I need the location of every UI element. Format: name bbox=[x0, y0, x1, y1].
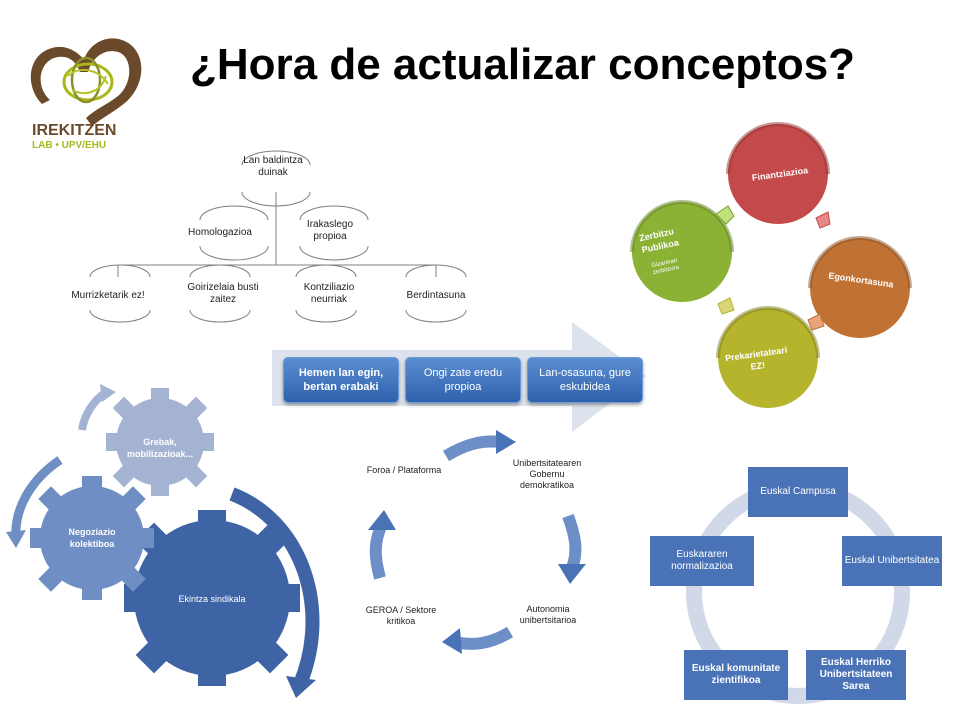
circle-prekarietateari bbox=[718, 308, 818, 408]
tree-root-label: Lan baldintza duinak bbox=[243, 155, 303, 178]
tree-connectors bbox=[89, 150, 467, 323]
banner-item-hemen: Hemen lan egin, bertan erabaki bbox=[283, 357, 399, 403]
cycle-label-geroa: GEROA / Sektore kritikoa bbox=[365, 605, 437, 626]
tree-node-murrizketarik: Murrizketarik ez! bbox=[71, 290, 145, 301]
gears-diagram bbox=[6, 384, 320, 698]
tree-node-goirizelaia: Goirizelaia busti zaitez bbox=[187, 282, 259, 305]
gear-label-negoziazio: Negoziazio kolektiboa bbox=[68, 527, 116, 549]
tree-node-kontziliazio: Kontziliazio neurriak bbox=[303, 282, 355, 305]
logo-name: IREKITZEN bbox=[32, 122, 117, 139]
circles-cycle-diagram bbox=[630, 122, 912, 408]
banner-item-ongi: Ongi zate eredu propioa bbox=[405, 357, 521, 403]
logo-hearts-icon bbox=[30, 38, 142, 126]
campus-item-euskal-campusa: Euskal Campusa bbox=[748, 467, 848, 517]
irekitzen-logo: IREKITZEN LAB • UPV/EHU bbox=[22, 26, 152, 154]
circle-zerbitzu-publikoa bbox=[632, 202, 732, 302]
gear-cycle-arrow-right bbox=[229, 487, 320, 687]
cycle-arrow-left bbox=[369, 521, 388, 580]
cycle-label-autonomia: Autonomia unibertsitarioa bbox=[519, 604, 577, 625]
cycle-arrow-top bbox=[442, 435, 501, 462]
page-title: ¿Hora de actualizar conceptos? bbox=[190, 40, 856, 89]
tree-node-homologazioa: Homologazioa bbox=[188, 227, 252, 238]
cycle-arrow-bottom bbox=[452, 626, 514, 650]
campus-item-komunitate: Euskal komunitate zientifikoa bbox=[684, 650, 788, 700]
gear-negoziazio bbox=[30, 476, 154, 600]
circle-finantziazioa bbox=[728, 124, 828, 224]
cycle-arrows bbox=[368, 430, 586, 654]
cycle-label-foroa: Foroa / Plataforma bbox=[366, 465, 442, 475]
campus-item-sarea: Euskal Herriko Unibertsitateen Sarea bbox=[806, 650, 906, 700]
tree-node-berdintasuna: Berdintasuna bbox=[406, 290, 466, 301]
cycle-arrow-right bbox=[562, 513, 582, 571]
banner-item-lan-osasuna: Lan-osasuna, gure eskubidea bbox=[527, 357, 643, 403]
tree-node-irakaslego: Irakaslego propioa bbox=[306, 219, 354, 242]
logo-subtitle: LAB • UPV/EHU bbox=[32, 140, 107, 151]
campus-item-euskararen: Euskararen normalizazioa bbox=[650, 536, 754, 586]
cycle-label-gobernu: Unibertsitatearen Gobernu demokratikoa bbox=[512, 458, 582, 490]
gear-label-ekintza: Ekintza sindikala bbox=[178, 594, 246, 604]
gear-label-grebak: Grebak, mobilizazioak... bbox=[126, 437, 193, 459]
campus-item-euskal-unibertsitatea: Euskal Unibertsitatea bbox=[842, 536, 942, 586]
gear-ekintza-sindikala bbox=[124, 510, 300, 686]
circle-egonkortasuna bbox=[810, 238, 910, 338]
